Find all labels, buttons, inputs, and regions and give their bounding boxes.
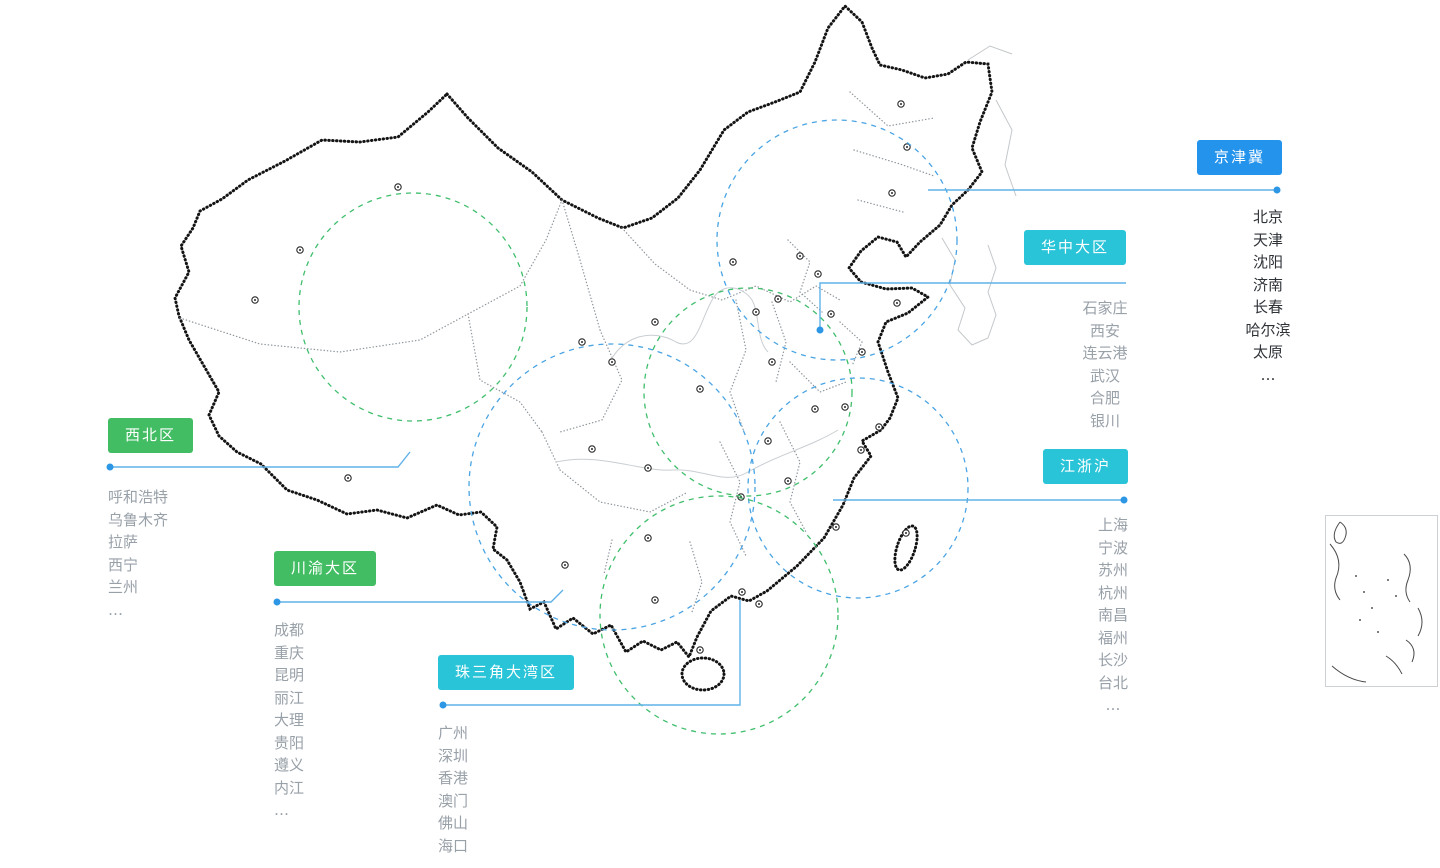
connector-jingjinji xyxy=(928,186,1281,194)
region-chip-jiangzhehu[interactable]: 江浙沪 xyxy=(1043,449,1129,484)
city-list-jiangzhehu: 上海宁波苏州杭州南昌福州长沙台北 … xyxy=(1098,514,1128,717)
inset-islands xyxy=(1355,575,1397,633)
city-item: 成都 xyxy=(274,621,305,639)
connector-zhusanjiao xyxy=(439,600,741,709)
city-item: 广州 xyxy=(438,724,469,742)
city-item: … xyxy=(274,801,289,819)
city-item: 合肥 xyxy=(1089,389,1121,407)
city-item: 拉萨 xyxy=(108,533,139,551)
city-list-jingjinji: 北京天津沈阳济南长春哈尔滨太原 … xyxy=(1245,206,1290,386)
city-item: 台北 xyxy=(1097,673,1129,692)
city-item: 乌鲁木齐 xyxy=(108,510,169,529)
city-item: 西宁 xyxy=(108,555,139,574)
city-item: 长春 xyxy=(1252,298,1284,316)
city-item: 福州 xyxy=(1097,628,1129,647)
hainan-island xyxy=(680,656,726,692)
connectors xyxy=(106,186,1281,709)
circle-zhusanjiao xyxy=(599,495,839,735)
city-item: 上海 xyxy=(1097,516,1129,534)
city-item: 西安 xyxy=(1089,321,1121,340)
connector-xibei xyxy=(106,451,411,471)
city-item: 武汉 xyxy=(1089,366,1121,385)
city-item: 银川 xyxy=(1089,411,1121,430)
city-item: 昆明 xyxy=(274,666,305,684)
city-item: 太原 xyxy=(1252,343,1284,361)
city-item: 杭州 xyxy=(1097,583,1129,602)
connector-chuanyu xyxy=(273,589,564,606)
map-outline xyxy=(173,3,994,692)
south-china-sea-inset xyxy=(1325,515,1438,687)
connector-jiangzhehu xyxy=(833,496,1128,504)
city-item: 丽江 xyxy=(274,688,305,707)
region-chip-chuanyu[interactable]: 川渝大区 xyxy=(274,551,377,586)
city-item: 内江 xyxy=(274,778,305,797)
city-item: 佛山 xyxy=(438,814,469,832)
city-item: 遵义 xyxy=(274,756,305,774)
city-list-huazhong: 石家庄西安连云港武汉合肥银川 xyxy=(1082,297,1127,432)
region-chip-xibei[interactable]: 西北区 xyxy=(108,418,194,453)
city-list-zhusanjiao: 广州深圳香港澳门佛山海口 … xyxy=(438,722,468,868)
city-item: 苏州 xyxy=(1097,561,1129,579)
city-item: 贵阳 xyxy=(274,733,305,752)
city-item: 重庆 xyxy=(274,643,305,662)
city-item: 宁波 xyxy=(1097,538,1129,557)
circle-chuanyu xyxy=(468,343,756,631)
city-item: … xyxy=(108,600,123,619)
city-item: 长沙 xyxy=(1097,651,1129,669)
city-item: 哈尔滨 xyxy=(1245,320,1291,339)
circle-jingjinji xyxy=(716,119,958,361)
neighbor-coastlines xyxy=(941,45,1017,346)
city-item: 呼和浩特 xyxy=(108,488,169,506)
city-item: 济南 xyxy=(1252,275,1284,294)
circle-huazhong xyxy=(643,287,853,497)
connector-huazhong xyxy=(816,282,1126,334)
region-chip-zhusanjiao[interactable]: 珠三角大湾区 xyxy=(438,655,575,690)
city-list-chuanyu: 成都重庆昆明丽江大理贵阳遵义内江 … xyxy=(274,619,304,822)
region-chip-huazhong[interactable]: 华中大区 xyxy=(1024,230,1127,265)
taiwan-island xyxy=(893,524,919,572)
inset-map xyxy=(1329,521,1423,683)
rivers xyxy=(555,287,839,478)
circle-jiangzhehu xyxy=(747,377,969,599)
city-item: 香港 xyxy=(438,769,469,787)
city-item: 石家庄 xyxy=(1082,299,1128,317)
city-item: 沈阳 xyxy=(1252,253,1284,271)
city-item: 大理 xyxy=(274,711,305,729)
city-item: 北京 xyxy=(1252,208,1284,226)
city-item: 海口 xyxy=(438,836,469,855)
city-list-xibei: 呼和浩特乌鲁木齐拉萨西宁兰州 … xyxy=(108,486,168,621)
city-item: 天津 xyxy=(1252,230,1284,249)
city-item: 兰州 xyxy=(108,578,139,596)
city-item: … xyxy=(1105,696,1121,714)
region-circles xyxy=(298,119,969,735)
city-item: … xyxy=(1260,365,1276,384)
city-item: 澳门 xyxy=(438,791,469,810)
city-item: 连云港 xyxy=(1082,344,1128,362)
region-chip-jingjinji[interactable]: 京津冀 xyxy=(1197,140,1283,175)
city-item: … xyxy=(438,859,453,868)
city-item: 深圳 xyxy=(438,746,469,765)
province-borders xyxy=(179,91,935,613)
china-border xyxy=(173,3,994,660)
circle-xibei xyxy=(298,192,528,422)
city-item: 南昌 xyxy=(1097,606,1129,624)
